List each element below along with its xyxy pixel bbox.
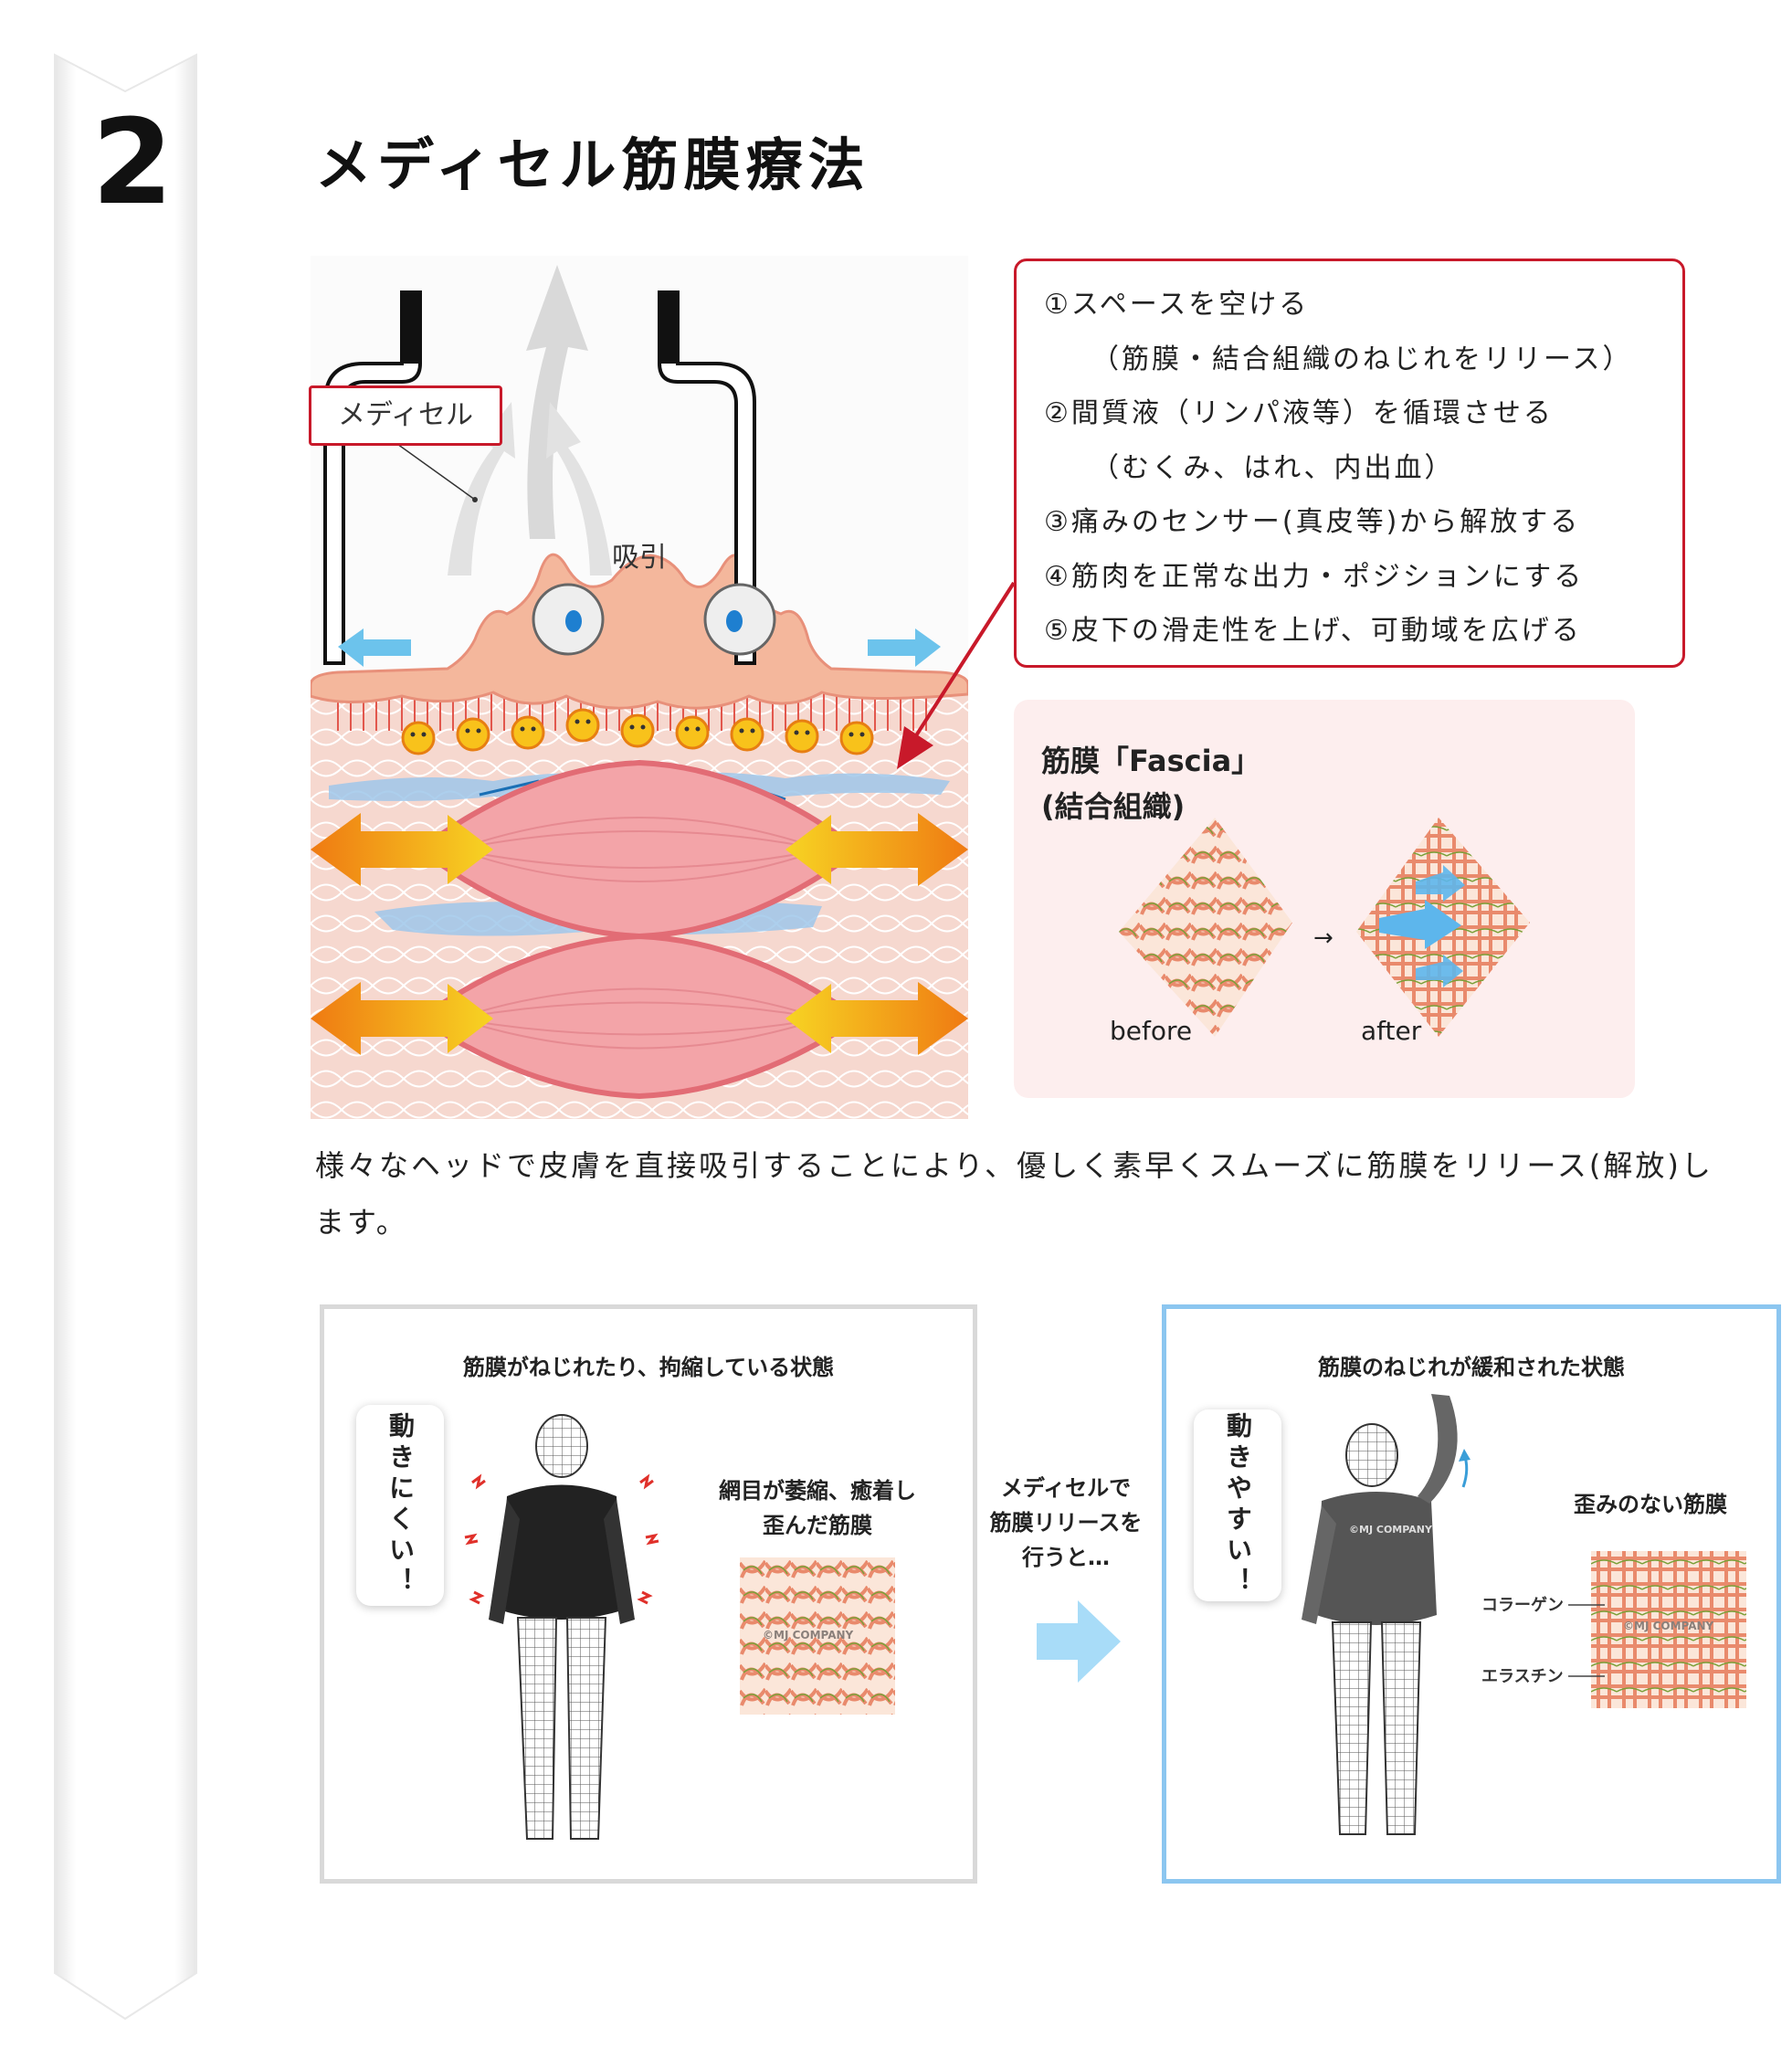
- transition-line3: 行うと…: [1022, 1545, 1110, 1570]
- distorted-fascia-swatch: [740, 1557, 895, 1715]
- benefit-1-note: （筋膜・結合組織のねじれをリリース）: [1091, 343, 1633, 375]
- benefit-2-note: （むくみ、はれ、内出血）: [1091, 451, 1455, 484]
- transition-line1: メディセルで: [1000, 1475, 1132, 1501]
- muscle-stretch-arrow-lower-left: [311, 982, 493, 1055]
- panel-after-note: 歪みのない筋膜: [1574, 1492, 1727, 1517]
- fascia-before-label: before: [1110, 1016, 1193, 1046]
- skin-stretch-arrow-left: [338, 628, 411, 667]
- benefit-1: ①スペースを空ける: [1044, 289, 1310, 321]
- step-number: 2: [91, 95, 174, 231]
- benefit-4: ④筋肉を正常な出力・ポジションにする: [1044, 560, 1585, 593]
- device-tube-right: [658, 290, 756, 665]
- fascia-title: 筋膜「Fascia」 (結合組織): [1041, 738, 1260, 829]
- fascia-before-after-diagram: →: [1119, 818, 1530, 1037]
- fluid-flow-arrow-left: [479, 779, 540, 797]
- collagen-label: コラーゲン: [1481, 1596, 1564, 1615]
- roller-ball-right: [703, 583, 776, 656]
- benefit-2: ②間質液（リンパ液等）を循環させる: [1044, 397, 1554, 429]
- panel-before-note: 網目が萎縮、癒着し 歪んだ筋膜: [690, 1473, 945, 1543]
- muscle-stretch-arrow-lower-right: [785, 982, 968, 1055]
- muscle-stretch-arrow-upper-right: [785, 813, 968, 886]
- suction-arrow-right: [546, 402, 612, 575]
- collagen-fibers: [337, 690, 927, 731]
- collagen-leader-line: [1568, 1604, 1605, 1606]
- pain-sensor-cells: [401, 708, 874, 755]
- speech-bubble-easy-to-move: 動きやすい！: [1194, 1409, 1281, 1601]
- figure-relaxed-person: [1302, 1394, 1470, 1835]
- elastin-leader-line: [1568, 1675, 1605, 1677]
- suction-label: 吸引: [612, 542, 667, 574]
- roller-ball-left: [532, 583, 605, 656]
- transition-line2: 筋膜リリースを: [989, 1510, 1143, 1536]
- medicell-suction-illustration: [311, 256, 968, 1119]
- device-label: メディセル: [309, 385, 502, 446]
- svg-text:→: →: [1313, 924, 1333, 952]
- watermark-after: ©MJ COMPANY: [1623, 1620, 1714, 1632]
- page-title: メディセル筋膜療法: [315, 132, 870, 198]
- skin-surface: [311, 553, 968, 710]
- elastin-label: エラスチン: [1481, 1667, 1564, 1686]
- step-ribbon: [54, 53, 197, 2021]
- jacket-watermark: ©MJ COMPANY: [1349, 1524, 1432, 1536]
- fascia-title-line1: 筋膜「Fascia」: [1041, 744, 1261, 778]
- comparison-panel-before: 筋膜がねじれたり、拘縮している状態 動きにくい！ 網目が萎縮、癒着し 歪んだ筋膜…: [320, 1304, 977, 1884]
- skin-stretch-arrow-right: [868, 628, 941, 667]
- healthy-fascia-swatch: [1591, 1551, 1746, 1708]
- watermark-before: ©MJ COMPANY: [763, 1629, 854, 1641]
- device-label-pointer: [390, 438, 478, 502]
- panel-before-note-line1: 網目が萎縮、癒着し: [719, 1478, 916, 1504]
- panel-before-note-line2: 歪んだ筋膜: [763, 1513, 872, 1538]
- figure-stiff-person: [464, 1414, 659, 1840]
- panel-after-title: 筋膜のねじれが緩和された状態: [1318, 1355, 1625, 1380]
- description-text: 様々なヘッドで皮膚を直接吸引することにより、優しく素早くスムーズに筋膜をリリース…: [315, 1148, 1713, 1240]
- muscle-stretch-arrow-upper-left: [311, 813, 493, 886]
- benefits-box: ①スペースを空ける （筋膜・結合組織のねじれをリリース） ②間質液（リンパ液等）…: [1014, 259, 1685, 668]
- panel-before-title: 筋膜がねじれたり、拘縮している状態: [462, 1355, 835, 1380]
- suction-arrow-center: [526, 265, 588, 539]
- benefit-3: ③痛みのセンサー(真皮等)から解放する: [1044, 506, 1581, 538]
- benefit-5: ⑤皮下の滑走性を上げ、可動域を広げる: [1044, 615, 1582, 647]
- benefits-pointer-arrow: [897, 581, 1016, 769]
- speech-bubble-hard-to-move: 動きにくい！: [356, 1405, 444, 1606]
- fascia-title-line2: (結合組織): [1041, 789, 1186, 824]
- fascia-after-label: after: [1361, 1016, 1422, 1046]
- fascia-before-diamond: [1119, 818, 1292, 1037]
- transition-arrow-icon: [1037, 1600, 1121, 1683]
- fascia-panel: [1014, 700, 1635, 1098]
- comparison-panel-after: 筋膜のねじれが緩和された状態 動きやすい！ ©MJ COMPANY 歪みのない筋…: [1162, 1304, 1781, 1884]
- transition-caption: メディセルで 筋膜リリースを 行うと…: [979, 1471, 1153, 1575]
